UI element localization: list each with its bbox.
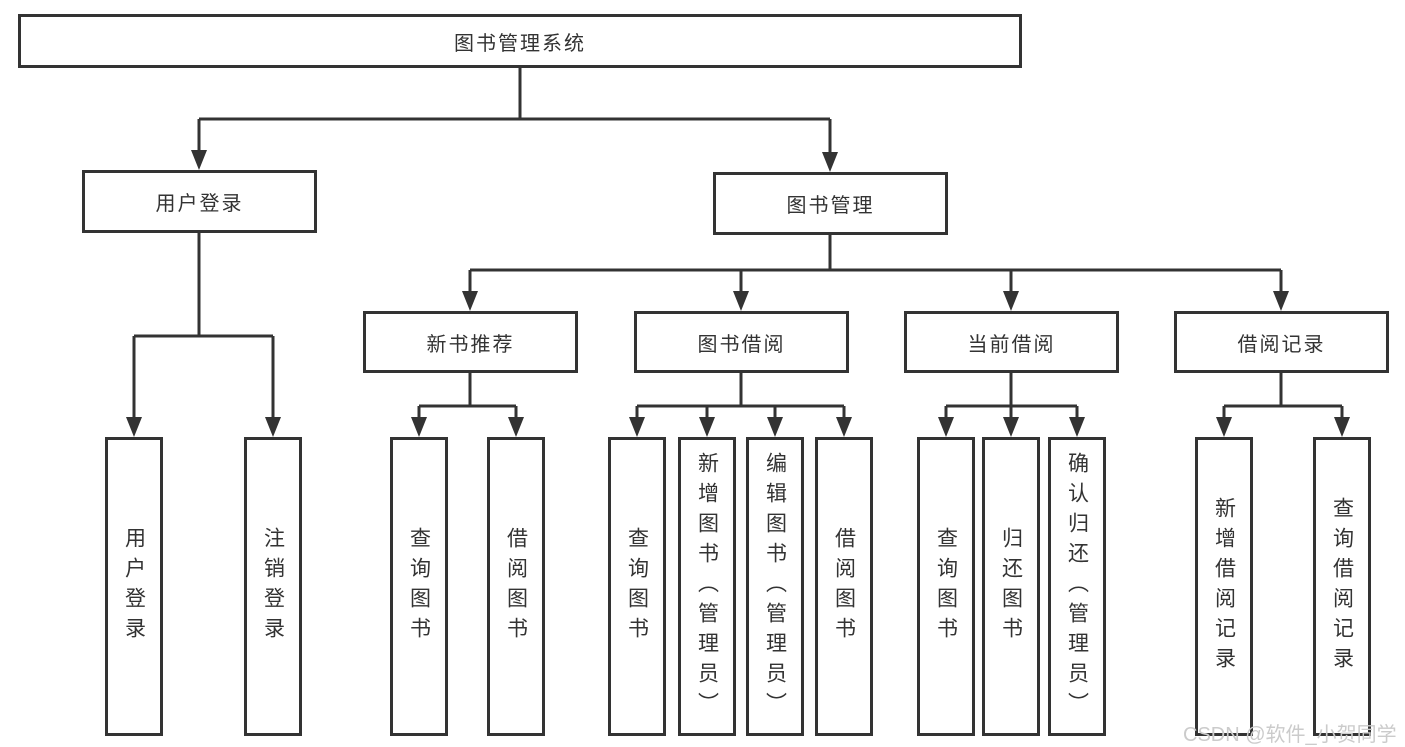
leaf-user-login: 用户登录 <box>105 437 163 736</box>
leaf-add-books-admin: 新增图书（管理员） <box>678 437 736 736</box>
leaf-current-query-books: 查询图书 <box>917 437 975 736</box>
node-book-borrowing-label: 图书借阅 <box>697 333 786 356</box>
leaf-query-borrow-record-label: 查询借阅记录 <box>1330 496 1354 677</box>
leaf-add-borrow-record: 新增借阅记录 <box>1195 437 1253 736</box>
leaf-add-borrow-record-label: 新增借阅记录 <box>1212 496 1236 677</box>
leaf-newbook-query-books-label: 查询图书 <box>407 526 431 647</box>
leaf-newbook-query-books: 查询图书 <box>390 437 448 736</box>
leaf-confirm-return-admin-label: 确认归还（管理员） <box>1065 451 1089 722</box>
leaf-edit-books-admin: 编辑图书（管理员） <box>746 437 804 736</box>
csdn-watermark: CSDN @软件_小贺同学 <box>1183 724 1397 746</box>
node-system-root-label: 图书管理系统 <box>454 32 586 55</box>
leaf-logout-label: 注销登录 <box>261 526 285 647</box>
leaf-current-query-books-label: 查询图书 <box>934 526 958 647</box>
connector-root-to-level1 <box>191 68 838 172</box>
node-borrowing-records-label: 借阅记录 <box>1237 333 1326 356</box>
node-current-borrowing-label: 当前借阅 <box>967 333 1056 356</box>
leaf-borrow-books: 借阅图书 <box>815 437 873 736</box>
node-current-borrowing: 当前借阅 <box>904 311 1119 373</box>
node-user-login: 用户登录 <box>82 170 317 233</box>
connector-mgmt-to-level2 <box>462 235 1289 311</box>
leaf-newbook-borrow-books-label: 借阅图书 <box>504 526 528 647</box>
connector-borrow-to-leaves <box>629 373 852 437</box>
connector-login-to-leaves <box>126 233 281 437</box>
leaf-add-books-admin-label: 新增图书（管理员） <box>695 451 719 722</box>
leaf-edit-books-admin-label: 编辑图书（管理员） <box>763 451 787 722</box>
node-user-login-label: 用户登录 <box>155 193 244 215</box>
connector-newbook-to-leaves <box>411 373 524 437</box>
leaf-return-books-label: 归还图书 <box>999 526 1023 647</box>
leaf-confirm-return-admin: 确认归还（管理员） <box>1048 437 1106 736</box>
leaf-query-borrow-record: 查询借阅记录 <box>1313 437 1371 736</box>
leaf-newbook-borrow-books: 借阅图书 <box>487 437 545 736</box>
node-book-management-label: 图书管理 <box>786 195 875 217</box>
leaf-logout: 注销登录 <box>244 437 302 736</box>
connector-current-to-leaves <box>938 373 1085 437</box>
leaf-borrow-query-books: 查询图书 <box>608 437 666 736</box>
node-new-book-recommend-label: 新书推荐 <box>426 333 515 356</box>
node-system-root: 图书管理系统 <box>18 14 1022 68</box>
node-new-book-recommend: 新书推荐 <box>363 311 578 373</box>
leaf-return-books: 归还图书 <box>982 437 1040 736</box>
leaf-borrow-books-label: 借阅图书 <box>832 526 856 647</box>
leaf-borrow-query-books-label: 查询图书 <box>625 526 649 647</box>
node-book-borrowing: 图书借阅 <box>634 311 849 373</box>
connector-record-to-leaves <box>1216 373 1350 437</box>
node-borrowing-records: 借阅记录 <box>1174 311 1389 373</box>
node-book-management: 图书管理 <box>713 172 948 235</box>
leaf-user-login-label: 用户登录 <box>122 526 146 647</box>
